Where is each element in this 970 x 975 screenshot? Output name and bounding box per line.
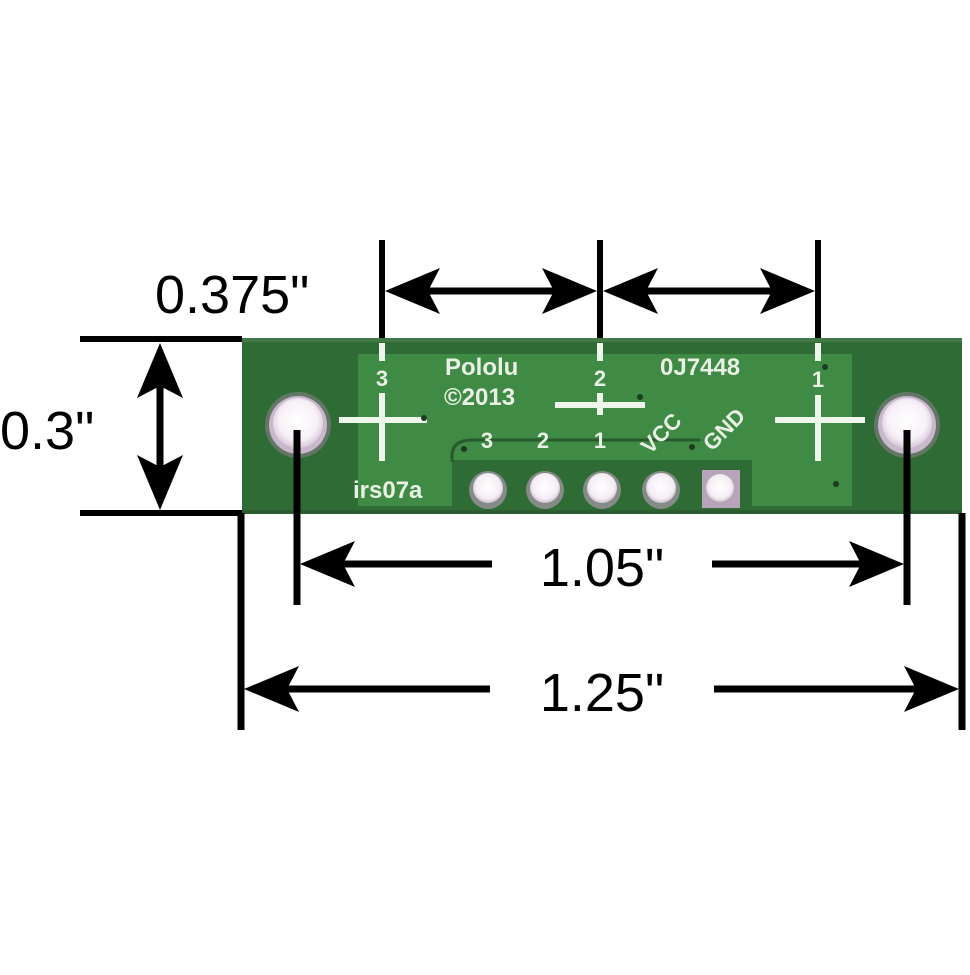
arrowhead-right: [904, 666, 959, 712]
arrowhead-left: [603, 268, 658, 314]
via: [833, 481, 839, 487]
sensor-2-crosshair: [555, 343, 645, 415]
dimension-annotations: 0.375" 0.3" 1.05": [0, 240, 966, 730]
via: [421, 415, 427, 421]
header-pad-gnd: [702, 470, 740, 508]
pcb-edge-shadow: [242, 510, 962, 514]
pcb-edge-highlight: [242, 338, 962, 342]
header-pad-vcc: [642, 471, 680, 509]
via: [461, 446, 467, 452]
arrowhead-left: [385, 268, 440, 314]
sensor-label-1: 1: [812, 367, 824, 392]
header-outline-trace: [450, 438, 700, 462]
sensor-1-crosshair: [775, 343, 865, 461]
hole-spacing-label: 1.05": [540, 538, 664, 598]
board-width-arrow-left: [244, 666, 490, 712]
pitch-arrow-2-to-1: [603, 268, 815, 314]
board-width-arrow-right: [714, 666, 959, 712]
board-width-label: 1.25": [540, 663, 664, 723]
sensor-label-3: 3: [376, 366, 388, 391]
part-code-label: 0J7448: [660, 354, 740, 381]
arrowhead-left: [300, 541, 355, 587]
sensor-pitch-label: 0.375": [155, 265, 309, 325]
arrowhead-down: [137, 455, 183, 510]
pin-label-3: 3: [481, 428, 493, 453]
via: [822, 364, 828, 370]
pitch-arrow-3-to-2: [385, 268, 597, 314]
sensor-3-crosshair: [339, 343, 427, 461]
board-height-label: 0.3": [0, 401, 94, 461]
header-pad-2: [526, 471, 564, 509]
arrowhead-right: [760, 268, 815, 314]
board-name-label: irs07a: [353, 477, 423, 504]
mounting-hole-right: [874, 392, 940, 458]
pin-label-1: 1: [594, 428, 606, 453]
board-height-arrow: [137, 343, 183, 510]
pin-label-2: 2: [537, 428, 549, 453]
header-pad-3: [469, 471, 507, 509]
pcb-board: 3 2 1 Pololu ©2013 0J7448 irs07a 3 2 1 V…: [242, 338, 962, 514]
mounting-hole-left: [265, 392, 331, 458]
hole-spacing-arrow-left: [300, 541, 492, 587]
arrowhead-right: [849, 541, 904, 587]
arrowhead-up: [137, 343, 183, 398]
arrowhead-right: [542, 268, 597, 314]
sensor-label-2: 2: [594, 366, 606, 391]
brand-label: Pololu: [445, 354, 518, 381]
copyright-label: ©2013: [444, 384, 515, 411]
via: [637, 394, 643, 400]
header-pad-1: [583, 471, 621, 509]
via: [689, 444, 695, 450]
arrowhead-left: [244, 666, 299, 712]
hole-spacing-arrow-right: [712, 541, 904, 587]
